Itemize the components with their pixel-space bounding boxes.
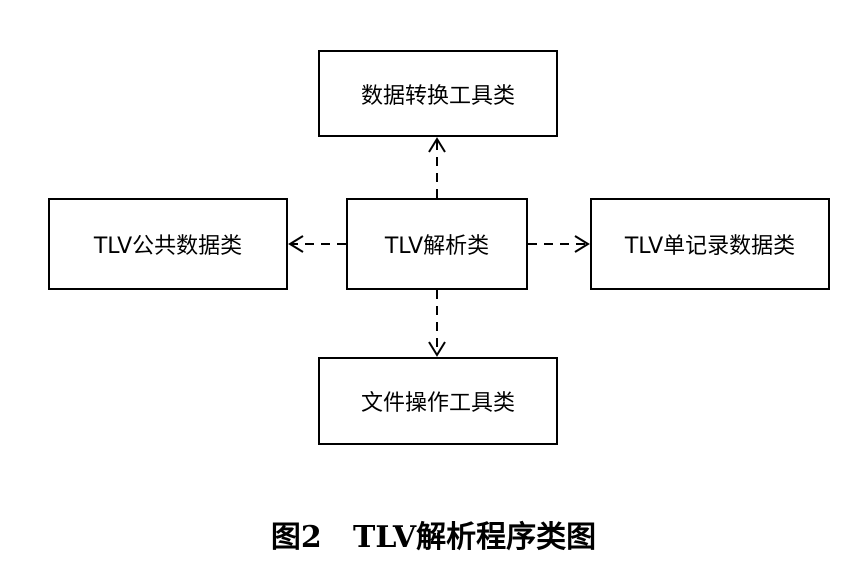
node-label: 文件操作工具类 xyxy=(360,391,515,416)
node-tlv-parser-class: TLV解析类 xyxy=(346,198,528,290)
arrowhead-left xyxy=(288,235,304,253)
node-label: TLV解析类 xyxy=(384,234,490,259)
node-tlv-common-data-class: TLV公共数据类 xyxy=(48,198,288,290)
arrowhead-bottom xyxy=(428,341,446,357)
node-label: TLV单记录数据类 xyxy=(624,234,796,259)
node-label: TLV公共数据类 xyxy=(93,234,243,259)
node-data-conversion-tool-class: 数据转换工具类 xyxy=(318,50,558,137)
arrowhead-top xyxy=(428,137,446,153)
node-tlv-single-record-data-class: TLV单记录数据类 xyxy=(590,198,830,290)
figure-caption: 图2 TLV解析程序类图 xyxy=(270,520,597,555)
arrowhead-right xyxy=(574,235,590,253)
node-file-operation-tool-class: 文件操作工具类 xyxy=(318,357,558,445)
node-label: 数据转换工具类 xyxy=(360,83,515,109)
